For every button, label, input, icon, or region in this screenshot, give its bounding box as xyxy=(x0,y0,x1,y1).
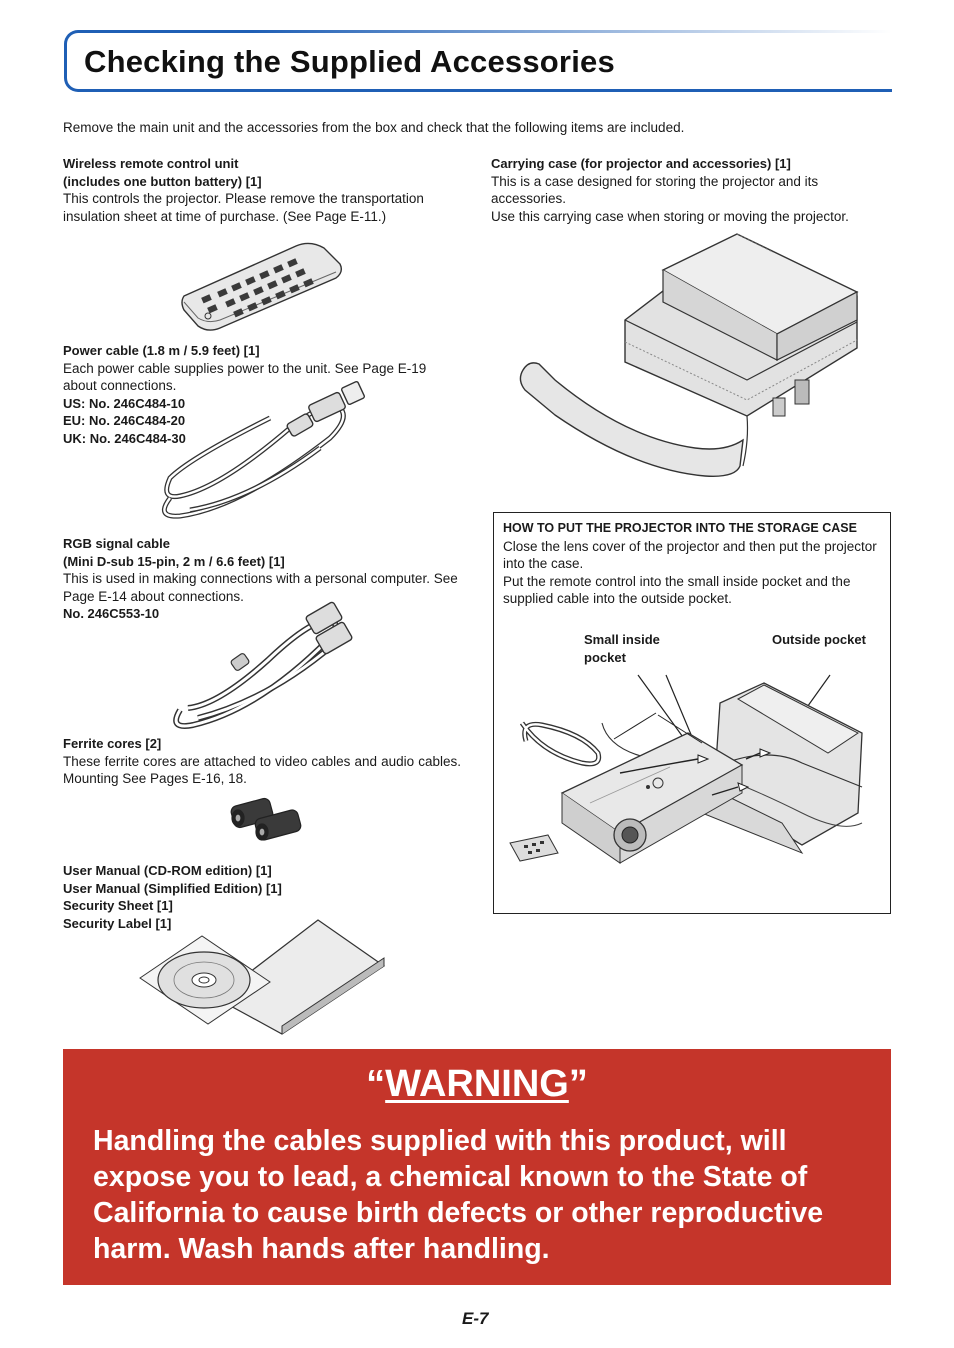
rgb-cable-title-1: RGB signal cable xyxy=(63,536,170,551)
security-label: Security Label [1] xyxy=(63,915,172,931)
warning-text: Handling the cables supplied with this p… xyxy=(93,1125,824,1265)
how-to-title: HOW TO PUT THE PROJECTOR INTO THE STORAG… xyxy=(503,521,857,535)
power-cable-eu: EU: No. 246C484-20 xyxy=(63,413,186,428)
remote-desc: This controls the projector. Please remo… xyxy=(63,191,424,224)
manual-cdrom: User Manual (CD-ROM edition) [1] xyxy=(63,863,272,878)
warning-title: “WARNING” xyxy=(366,1063,588,1105)
intro-text: Remove the main unit and the accessories… xyxy=(63,120,685,135)
warning-banner: “WARNING” Handling the cables supplied w… xyxy=(63,1049,891,1285)
how-to-step-1: Close the lens cover of the projector an… xyxy=(503,538,877,572)
page-number: E-7 xyxy=(462,1309,489,1328)
carrying-case-desc-1: This is a case designed for storing the … xyxy=(491,173,819,207)
ferrite-section: Ferrite cores [2] These ferrite cores ar… xyxy=(63,735,461,788)
ferrite-core-illustration xyxy=(230,797,302,841)
rgb-cable-number: No. 246C553-10 xyxy=(63,606,160,621)
power-cable-uk: UK: No. 246C484-30 xyxy=(63,430,186,446)
manual-and-cdrom-illustration xyxy=(139,919,386,1035)
carrying-case-title: Carrying case (for projector and accesso… xyxy=(491,156,791,171)
remote-title-2: (includes one button battery) [1] xyxy=(63,173,262,189)
carrying-case-desc-2: Use this carrying case when storing or m… xyxy=(491,208,849,224)
label-outside-pocket: Outside pocket xyxy=(772,632,866,647)
rgb-cable-illustration xyxy=(173,601,353,729)
power-cable-section: Power cable (1.8 m / 5.9 feet) [1] Each … xyxy=(63,342,463,447)
power-cable-desc: Each power cable supplies power to the u… xyxy=(63,360,427,394)
ferrite-title: Ferrite cores [2] xyxy=(63,736,162,751)
rgb-cable-title-2: (Mini D-sub 15-pin, 2 m / 6.6 feet) [1] xyxy=(63,553,285,569)
rgb-cable-section: RGB signal cable (Mini D-sub 15-pin, 2 m… xyxy=(63,535,463,623)
carrying-case-illustration xyxy=(519,233,859,477)
security-sheet: Security Sheet [1] xyxy=(63,898,173,913)
power-cable-us: US: No. 246C484-10 xyxy=(63,395,186,411)
remote-title-1: Wireless remote control unit xyxy=(63,156,239,171)
warning-word: WARNING xyxy=(385,1063,569,1105)
manuals-section: User Manual (CD-ROM edition) [1] User Ma… xyxy=(63,862,463,932)
ferrite-desc: These ferrite cores are attached to vide… xyxy=(63,753,461,787)
label-small-inside-pocket: Small inside pocket xyxy=(584,632,660,665)
how-to-box: HOW TO PUT THE PROJECTOR INTO THE STORAG… xyxy=(493,512,891,914)
title-frame xyxy=(64,30,892,92)
remote-control-illustration xyxy=(181,242,343,331)
storage-case-illustration xyxy=(509,674,863,864)
carrying-case-section: Carrying case (for projector and accesso… xyxy=(491,155,891,225)
how-to-step-2: Put the remote control into the small in… xyxy=(503,573,851,607)
manual-simplified: User Manual (Simplified Edition) [1] xyxy=(63,880,282,896)
power-cable-illustration xyxy=(161,380,366,519)
rgb-cable-desc: This is used in making connections with … xyxy=(63,571,458,604)
power-cable-title: Power cable (1.8 m / 5.9 feet) [1] xyxy=(63,343,260,358)
page-title: Checking the Supplied Accessories xyxy=(84,44,615,79)
remote-section: Wireless remote control unit (includes o… xyxy=(63,155,463,225)
